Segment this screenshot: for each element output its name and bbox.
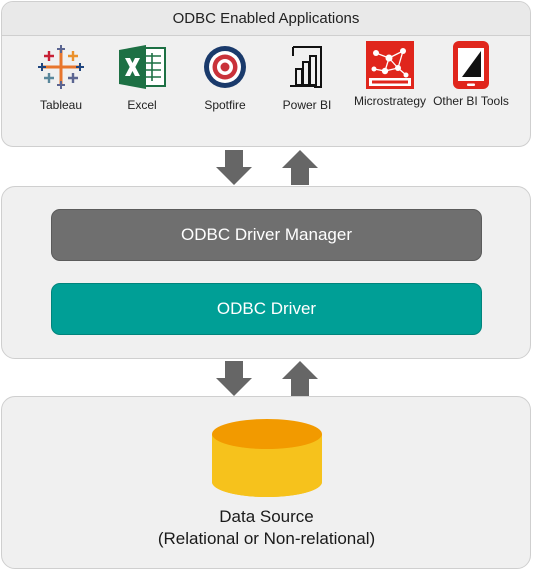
- app-label-power-bi: Power BI: [282, 98, 332, 112]
- app-label-microstrategy: Microstrategy: [353, 94, 427, 108]
- applications-panel: ODBC Enabled Applications: [1, 1, 531, 147]
- applications-panel-title: ODBC Enabled Applications: [2, 2, 530, 36]
- other-bi-tools-icon: [453, 41, 489, 89]
- app-label-tableau: Tableau: [39, 98, 83, 112]
- app-spotfire[interactable]: Spotfire: [180, 44, 270, 112]
- database-icon: [212, 419, 322, 497]
- excel-icon: [119, 45, 166, 89]
- app-tableau[interactable]: Tableau: [16, 44, 106, 112]
- arrow-up-to-driver-icon: [282, 361, 318, 396]
- app-power-bi[interactable]: Power BI: [262, 44, 352, 112]
- odbc-driver-box: ODBC Driver: [51, 283, 482, 335]
- app-label-excel: Excel: [127, 98, 157, 112]
- spotfire-icon: [204, 46, 246, 88]
- app-microstrategy[interactable]: Microstrategy: [345, 41, 435, 108]
- arrow-down-to-datasource-icon: [216, 361, 252, 396]
- app-other-bi-tools[interactable]: Other BI Tools: [426, 41, 516, 108]
- app-excel[interactable]: Excel: [97, 44, 187, 112]
- tableau-icon: [38, 45, 84, 89]
- microstrategy-icon: [366, 41, 414, 89]
- arrow-down-to-driver-icon: [216, 150, 252, 185]
- power-bi-icon: [290, 46, 322, 88]
- odbc-driver-manager-box: ODBC Driver Manager: [51, 209, 482, 261]
- datasource-title: Data Source: [219, 507, 314, 526]
- app-label-spotfire: Spotfire: [204, 98, 246, 112]
- datasource-subtitle: (Relational or Non-relational): [157, 529, 376, 548]
- app-label-other-bi-tools: Other BI Tools: [433, 94, 509, 108]
- arrow-up-to-apps-icon: [282, 150, 318, 185]
